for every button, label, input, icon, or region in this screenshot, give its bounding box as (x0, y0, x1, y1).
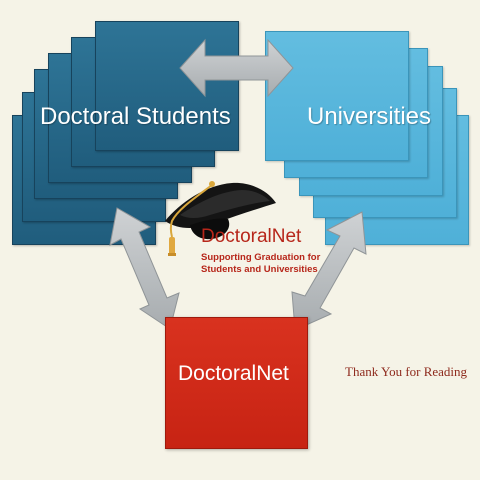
doctoralnet-box (165, 317, 308, 449)
universities-label: Universities (307, 103, 432, 130)
students-card (95, 21, 239, 151)
thanks-text: Thank You for Reading (345, 364, 468, 379)
students-label: Doctoral Students (40, 103, 231, 130)
doctoralnet-label: DoctoralNet (178, 362, 289, 385)
brand-tagline: Supporting Graduation for Students and U… (201, 252, 320, 276)
graduation-cap-icon (165, 181, 276, 256)
universities-card (265, 31, 409, 161)
brand-tagline-line: Supporting Graduation for (201, 252, 321, 263)
students-universities-arrow (179, 38, 294, 98)
brand-title: DoctoralNet (201, 226, 302, 247)
brand-tagline-line: Students and Universities (201, 264, 318, 275)
